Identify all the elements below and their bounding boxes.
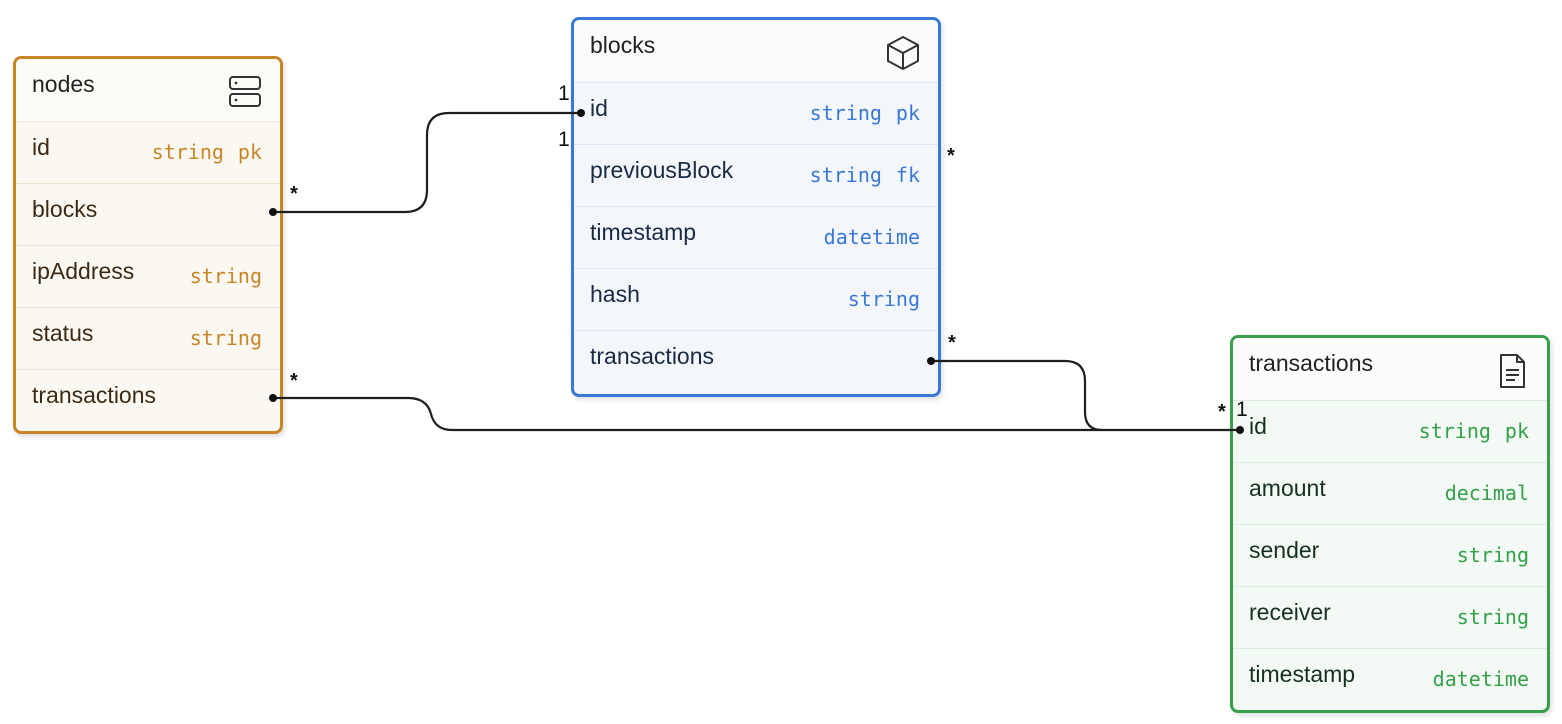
field-name: amount [1249, 475, 1326, 501]
cardinality-nodes-blocks: * [290, 183, 298, 205]
key-badge: pk [895, 101, 920, 125]
field-name: hash [590, 281, 640, 307]
field-name: previousBlock [590, 157, 734, 183]
entity-header[interactable]: transactions [1233, 338, 1547, 400]
key-badge: fk [895, 163, 920, 187]
field-row[interactable]: receiver string [1233, 586, 1547, 648]
field-type: string [189, 264, 262, 288]
field-row[interactable]: blocks [16, 183, 280, 245]
cardinality-blocks-id-bottom: 1 [558, 128, 570, 151]
connector-nodes-blocks-to-blocks-id [273, 111, 581, 214]
field-name: ipAddress [32, 258, 135, 284]
field-type: string [189, 326, 262, 350]
key-badge: pk [1504, 419, 1529, 443]
field-row[interactable]: sender string [1233, 524, 1547, 586]
cardinality-nodes-transactions: * [290, 370, 298, 392]
cardinality-blocks-id-top: 1 [558, 82, 570, 105]
document-icon [1500, 354, 1525, 388]
field-name: status [32, 320, 94, 346]
entity-header[interactable]: blocks [574, 20, 938, 82]
entity-title: nodes [32, 71, 95, 97]
field-row[interactable]: amount decimal [1233, 462, 1547, 524]
key-badge: pk [237, 140, 262, 164]
field-name: receiver [1249, 599, 1331, 625]
cardinality-blocks-transactions: * [948, 332, 956, 354]
cardinality-blocks-previousblock: * [947, 145, 955, 167]
entity-title: transactions [1249, 350, 1374, 376]
connector-blocks-transactions-to-transactions-id [931, 359, 1103, 432]
field-name: sender [1249, 537, 1320, 563]
field-type: decimal [1444, 481, 1529, 505]
field-row[interactable]: ipAddress string [16, 245, 280, 307]
field-name: timestamp [590, 219, 697, 245]
field-row[interactable]: status string [16, 307, 280, 369]
field-type: datetime [823, 225, 920, 249]
connector-nodes-transactions-to-transactions-id [273, 396, 1240, 432]
field-name: id [32, 134, 50, 160]
entity-title: blocks [590, 32, 656, 58]
cube-icon [887, 36, 919, 70]
field-row[interactable]: timestamp datetime [574, 206, 938, 268]
field-name: blocks [32, 196, 98, 222]
field-name: transactions [590, 343, 715, 369]
field-name: id [1249, 413, 1267, 439]
field-row[interactable]: timestamp datetime [1233, 648, 1547, 710]
field-type: string [847, 287, 920, 311]
field-type: string [1456, 543, 1529, 567]
field-row[interactable]: transactions [16, 369, 280, 431]
field-type: datetime [1432, 667, 1529, 691]
server-icon [229, 76, 261, 107]
field-type: string [1456, 605, 1529, 629]
field-name: id [590, 95, 608, 121]
field-row[interactable]: transactions [574, 330, 938, 392]
field-name: transactions [32, 382, 157, 408]
cardinality-transactions-id-many: * [1218, 401, 1226, 423]
field-row[interactable]: hash string [574, 268, 938, 330]
field-name: timestamp [1249, 661, 1356, 687]
entity-header[interactable]: nodes [16, 59, 280, 121]
